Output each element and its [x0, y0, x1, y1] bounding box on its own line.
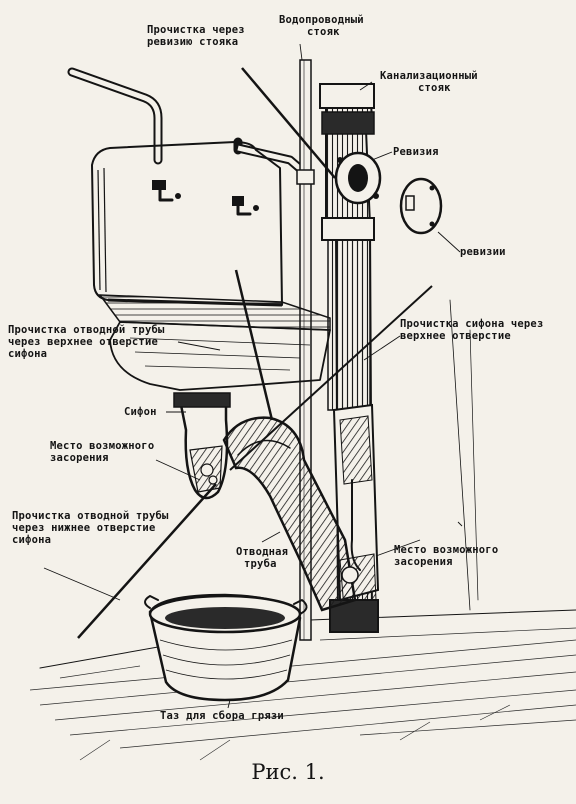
label-line: Прочистка сифона через: [400, 318, 544, 330]
wash-basin: [91, 141, 331, 391]
label-clog-right: Место возможного засорения: [394, 544, 498, 568]
label-clog-left: Место возможного засорения: [50, 440, 154, 464]
label-revision-side: ревизии: [460, 246, 506, 258]
label-line: через верхнее отверстие: [8, 336, 158, 348]
label-line: Канализационный: [380, 70, 478, 82]
label-sewer-riser: Канализационный стояк: [380, 70, 478, 94]
label-line: Прочистка отводной трубы: [8, 324, 165, 336]
label-line: ревизию стояка: [147, 36, 239, 48]
label-drain-pipe-top: Прочистка отводной трубы через верхнее о…: [8, 324, 165, 360]
figure-caption: Рис. 1.: [251, 760, 325, 784]
siphon: [173, 392, 231, 500]
label-line: стояк: [307, 26, 340, 38]
label-drain-pipe-bottom: Прочистка отводной трубы через нижнее от…: [12, 510, 169, 546]
label-line: сифона: [12, 534, 52, 546]
label-line: сифона: [8, 348, 48, 360]
label-line: верхнее отверстие: [400, 330, 511, 342]
label-water-riser: Водопроводный стояк: [279, 14, 364, 38]
label-line: Место возможного: [394, 544, 499, 556]
water-supply-pipes: [67, 59, 315, 641]
leader-lines: [43, 43, 463, 709]
label-riser-cleanout: Прочистка через ревизию стояка: [147, 24, 245, 48]
label-line: засорения: [394, 556, 453, 568]
floor: [29, 609, 576, 761]
label-drain-pipe: Отводная труба: [236, 546, 288, 570]
label-line: засорения: [50, 452, 109, 464]
label-line: Отводная: [236, 546, 289, 558]
drain-pipe: [222, 416, 359, 612]
label-siphon-top: Прочистка сифона через верхнее отверстие: [400, 318, 543, 342]
faucet-right: [232, 196, 259, 216]
label-line: труба: [244, 558, 277, 570]
label-line: через нижнее отверстие: [12, 522, 156, 534]
label-line: стояк: [418, 82, 451, 94]
revision-cover: [399, 177, 443, 235]
label-line: Водопроводный: [279, 14, 364, 26]
label-basin: Таз для сбора грязи: [160, 710, 284, 722]
faucet-left: [152, 180, 181, 202]
label-line: Прочистка отводной трубы: [12, 510, 169, 522]
cleaning-rods: [77, 67, 433, 639]
label-revision: Ревизия: [393, 146, 439, 158]
label-line: Прочистка через: [147, 24, 245, 36]
dirt-basin: [144, 593, 308, 702]
label-siphon: Сифон: [124, 406, 157, 418]
label-line: Место возможного: [50, 440, 155, 452]
